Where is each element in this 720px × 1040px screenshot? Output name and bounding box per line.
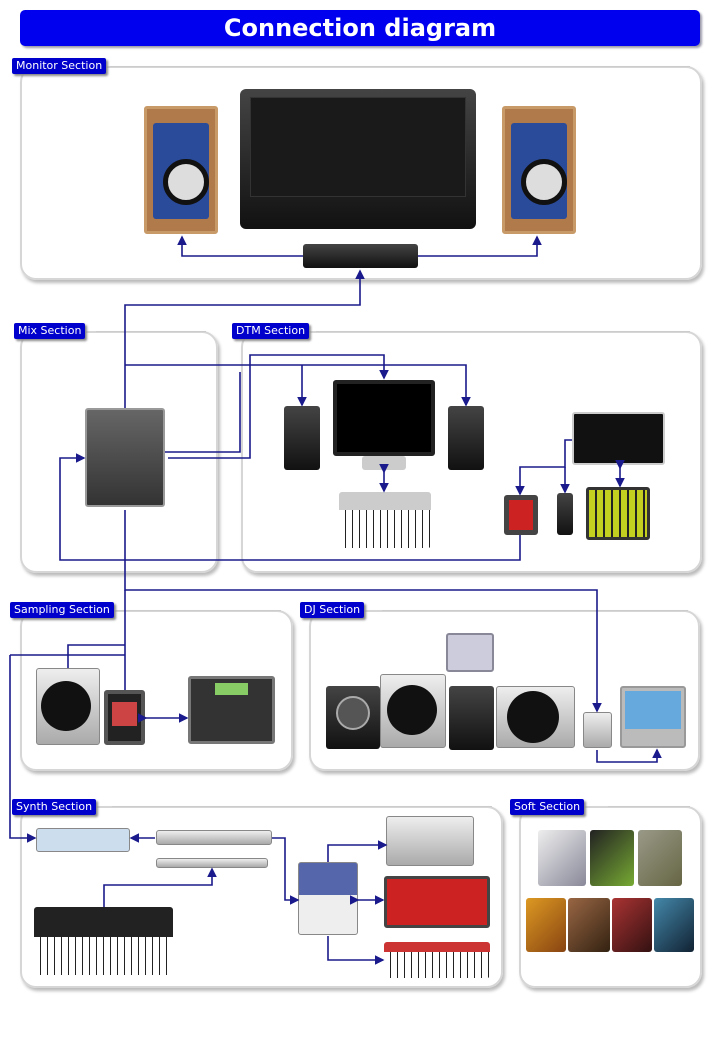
kaoss-pad — [504, 495, 538, 535]
software-box-ableton-live — [590, 830, 634, 886]
rack-module-1 — [36, 828, 130, 852]
synth-mixer — [298, 862, 358, 935]
speaker-right — [502, 106, 576, 234]
software-box-1 — [526, 898, 566, 952]
dj-controller — [583, 712, 612, 748]
software-box-cubase — [538, 830, 586, 886]
cdj-player — [326, 686, 380, 749]
audio-interface — [557, 493, 573, 535]
turntable-dj-right — [496, 686, 575, 748]
television — [240, 89, 476, 229]
red-midi-keyboard — [384, 942, 490, 978]
dtm-section-label: DTM Section — [232, 323, 310, 339]
speaker-left — [144, 106, 218, 234]
software-box-moog-modular — [568, 898, 610, 952]
dj-mixer — [449, 686, 494, 750]
turntable-sampling — [36, 668, 100, 745]
rack-module-3 — [156, 858, 268, 868]
launchpad-controller — [586, 487, 650, 540]
mix-section-label: Mix Section — [14, 323, 86, 339]
nord-synth — [384, 876, 490, 928]
rack-module-2 — [156, 830, 272, 845]
mpc-sampler — [188, 676, 275, 744]
synthesizer-keyboard — [34, 907, 173, 975]
monitor-section-label: Monitor Section — [12, 58, 107, 74]
computer-monitor — [333, 380, 435, 456]
synth-section — [20, 806, 503, 988]
monitor-stand — [362, 456, 406, 470]
groove-sampler — [386, 816, 474, 866]
software-box-3 — [612, 898, 652, 952]
software-box-4 — [654, 898, 694, 952]
effector — [446, 633, 494, 672]
synth-section-label: Synth Section — [12, 799, 97, 815]
turntable-dj-left — [380, 674, 446, 748]
monitor-section — [20, 66, 702, 280]
studio-monitor-right — [448, 406, 484, 470]
studio-monitor-left — [284, 406, 320, 470]
midi-keyboard — [339, 492, 431, 548]
kaoss-pad-sampling — [104, 690, 145, 745]
soft-section-label: Soft Section — [510, 799, 585, 815]
dj-section-label: DJ Section — [300, 602, 365, 618]
amplifier — [303, 244, 418, 268]
laptop-macbook — [572, 412, 665, 465]
soft-section — [519, 806, 702, 988]
laptop-dj — [620, 686, 686, 748]
diagram-title: Connection diagram — [20, 10, 700, 46]
mixer — [85, 408, 165, 507]
sampling-section-label: Sampling Section — [10, 602, 114, 618]
software-box-reason — [638, 830, 682, 886]
